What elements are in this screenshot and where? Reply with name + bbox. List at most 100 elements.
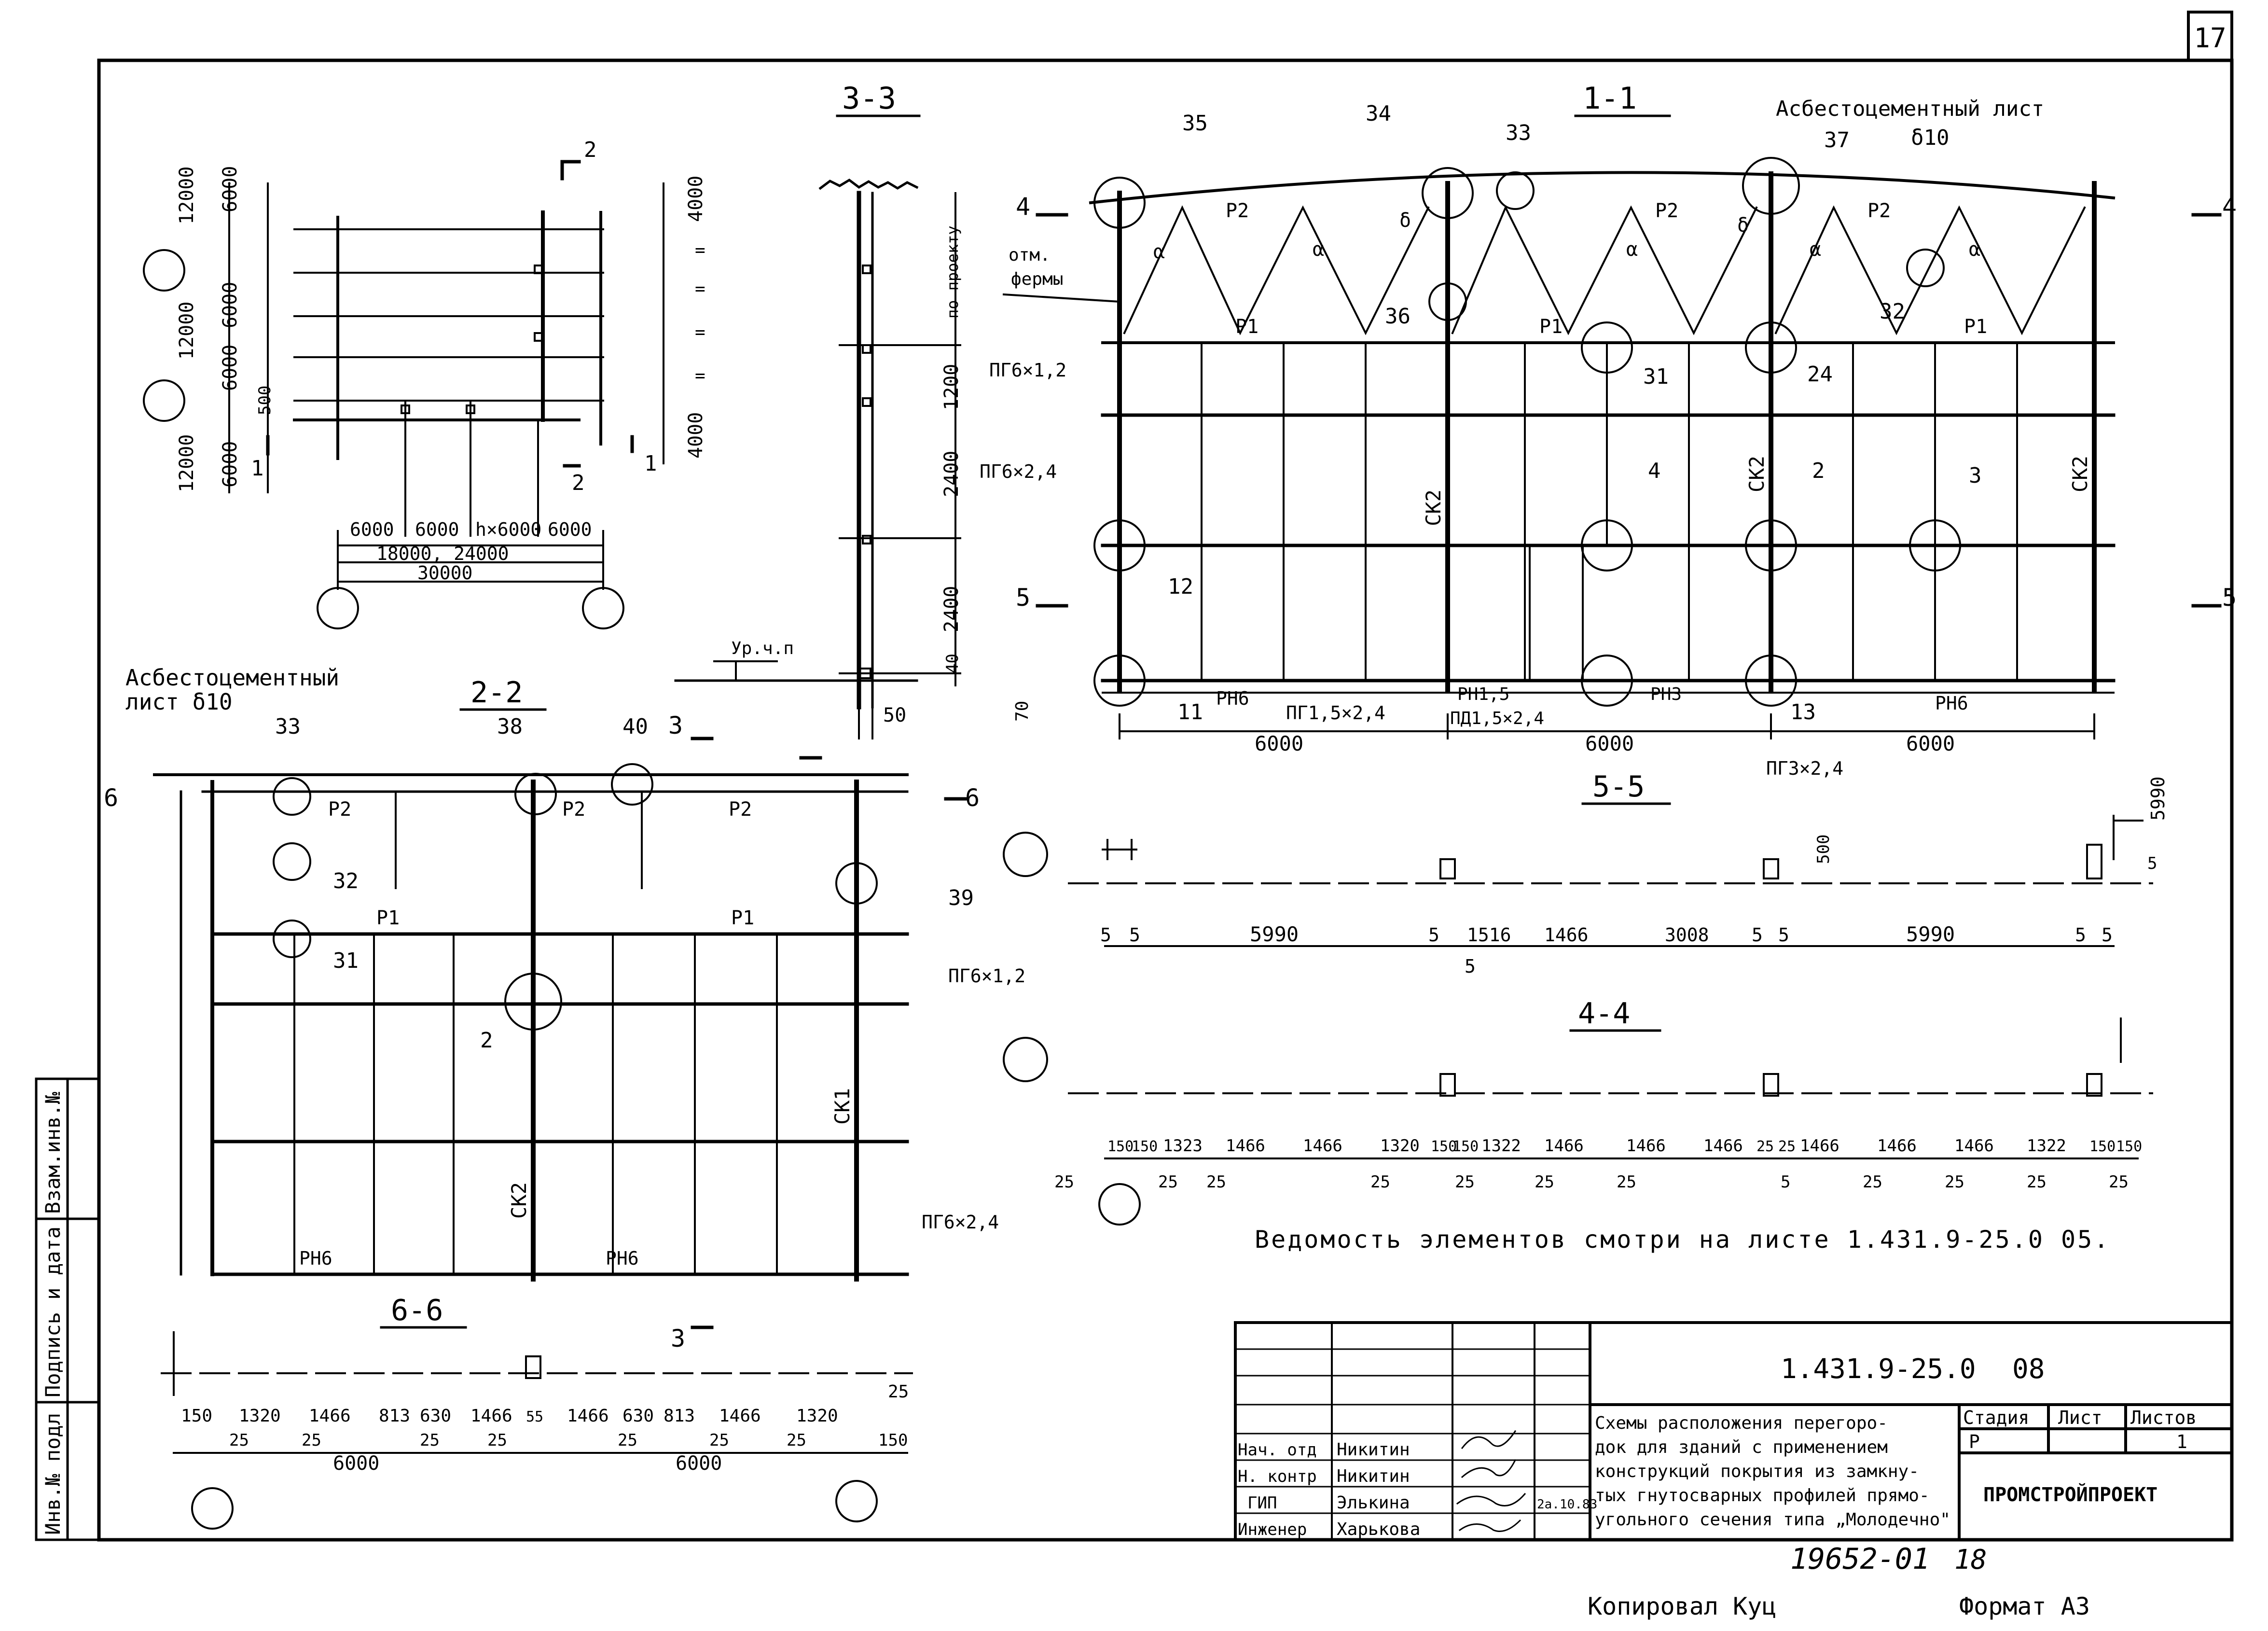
section-4-4-lines bbox=[1003, 1018, 2153, 1226]
plan-cut-label-2b: 2 bbox=[572, 471, 585, 495]
section-5-5-dim-11: 5 bbox=[2075, 924, 2086, 946]
section-3-3-bottom-dim: 50 bbox=[883, 704, 906, 726]
plan-dim-left-1: 12000 bbox=[176, 167, 198, 224]
section-4-4-dim-6: 1320 bbox=[1380, 1136, 1420, 1156]
section-2-2-pg6x12: ПГ6×1,2 bbox=[948, 965, 1025, 987]
section-1-1-dim-3: 6000 bbox=[1906, 732, 1955, 755]
cut-mark-4-left: 4 bbox=[1016, 193, 1030, 221]
panel-p2-2: Р2 bbox=[1655, 200, 1678, 222]
section-6-6-dim25-1: 25 bbox=[229, 1431, 249, 1450]
callout-4: 4 bbox=[1648, 459, 1661, 483]
plan-ditto-2: = bbox=[695, 279, 705, 299]
section-2-2-p2-3: Р2 bbox=[729, 798, 752, 821]
sig-name-3: Элькина bbox=[1337, 1493, 1410, 1513]
panel-p1-3: Р1 bbox=[1964, 316, 1987, 338]
callout-3: 3 bbox=[1969, 463, 1982, 488]
label-rn3: РН3 bbox=[1650, 684, 1682, 704]
doc-code: 1.431.9-25.0 bbox=[1781, 1353, 1976, 1385]
section-6-6-dim-12: 1320 bbox=[796, 1406, 838, 1426]
section-4-4-dim-5: 1466 bbox=[1303, 1136, 1342, 1156]
col-sheet: Лист bbox=[2058, 1407, 2102, 1428]
plan-cut-label-1a: 1 bbox=[251, 456, 264, 481]
section-5-5-lines bbox=[1003, 815, 2153, 947]
callout-37: 37 bbox=[1824, 128, 1850, 153]
brace-delta-2: δ bbox=[1737, 214, 1749, 237]
section-4-4-dim-19: 150 bbox=[2089, 1138, 2116, 1155]
reference-note: Ведомость элементов смотри на листе 1.43… bbox=[1255, 1226, 2110, 1254]
section-6-6-dim-8: 1466 bbox=[567, 1406, 609, 1426]
section-6-6-dim25-6: 25 bbox=[709, 1431, 729, 1450]
section-5-5-dim-5990v: 5990 bbox=[2147, 776, 2169, 821]
callout-13: 13 bbox=[1790, 700, 1816, 725]
section-2-2-cut-3-top: 3 bbox=[668, 711, 683, 739]
archive-sheet: 18 bbox=[1954, 1544, 1987, 1575]
section-4-4-dim-1: 150 bbox=[1107, 1138, 1134, 1155]
panel-p2-1: Р2 bbox=[1226, 200, 1249, 222]
section-4-4-dim25-9: 25 bbox=[1863, 1172, 1882, 1192]
stage-value: Р bbox=[1969, 1431, 1980, 1452]
section-3-3-dim-2: 2400 bbox=[940, 451, 963, 497]
section-2-2-callout-39: 39 bbox=[948, 886, 974, 910]
callout-33: 33 bbox=[1506, 121, 1531, 145]
section-6-6-dim25-7: 25 bbox=[787, 1431, 806, 1450]
section-6-6-dim-1: 150 bbox=[181, 1406, 212, 1426]
section-4-4-dim-18: 1322 bbox=[2027, 1136, 2066, 1156]
plan-cut-label-top: 2 bbox=[584, 138, 597, 162]
section-2-2-callout-33: 33 bbox=[275, 714, 301, 739]
section-4-4-dim25-6: 25 bbox=[1535, 1172, 1554, 1192]
post-ck2-3: СК2 bbox=[2068, 456, 2092, 492]
section-5-5-dim-9: 5 bbox=[1778, 924, 1789, 946]
panel-p1-2: Р1 bbox=[1539, 316, 1563, 338]
section-6-6-dim-10: 813 bbox=[664, 1406, 695, 1426]
section-6-6-dim25-5: 25 bbox=[618, 1431, 637, 1450]
section-3-3-base: Ур.ч.п bbox=[731, 639, 794, 658]
plan-span-label: 18000, 24000 bbox=[376, 543, 509, 564]
brace-alpha-1: α bbox=[1153, 241, 1165, 263]
section-2-2-ck1: СК1 bbox=[830, 1088, 854, 1125]
title-block-grid bbox=[1234, 1321, 2233, 1541]
signature-scribbles bbox=[1456, 1430, 1526, 1532]
side-stamp bbox=[35, 1077, 100, 1541]
col-stage: Стадия bbox=[1963, 1407, 2029, 1428]
plan-dim-inner-5: 500 bbox=[255, 386, 275, 415]
plan-total-label: 30000 bbox=[417, 562, 472, 584]
plan-cut-label-1b: 1 bbox=[644, 451, 657, 476]
section-4-4-dim-7: 150 bbox=[1431, 1138, 1457, 1155]
stamp-podpis-data: Подпись и дата bbox=[41, 1227, 65, 1397]
section-2-2-title: 2-2 bbox=[470, 676, 523, 710]
section-2-2-rn6-1: РН6 bbox=[299, 1248, 332, 1269]
section-4-4-dim-16: 1466 bbox=[1877, 1136, 1917, 1156]
section-6-6-dim-9: 630 bbox=[622, 1406, 654, 1426]
sig-role-3: ГИП bbox=[1247, 1493, 1277, 1513]
sig-name-1: Никитин bbox=[1337, 1440, 1410, 1460]
section-5-5-dim-10: 5990 bbox=[1906, 922, 1955, 946]
stamp-inv-podl: Инв.№ подл bbox=[41, 1413, 65, 1535]
callout-35: 35 bbox=[1182, 111, 1208, 136]
section-2-2-asbestos-1: Асбестоцементный bbox=[125, 665, 339, 691]
section-2-2-lines bbox=[153, 737, 967, 1329]
plan-ditto-3: = bbox=[695, 322, 705, 342]
panel-p1-1: Р1 bbox=[1235, 316, 1258, 338]
page-number-box bbox=[2187, 11, 2233, 62]
cut-mark-4-right: 4 bbox=[2222, 193, 2237, 221]
plan-dim-left-2: 12000 bbox=[176, 302, 198, 360]
callout-2: 2 bbox=[1812, 459, 1825, 483]
section-5-5-dim-5v: 5 bbox=[2147, 854, 2157, 873]
paper-format: Формат А3 bbox=[1959, 1592, 2090, 1620]
section-2-2-ck2: СК2 bbox=[507, 1182, 531, 1219]
section-2-2-callout-40: 40 bbox=[622, 714, 648, 739]
section-6-6-dim-5: 630 bbox=[420, 1406, 451, 1426]
plan-dim-bottom-3: h×6000 bbox=[475, 519, 541, 540]
section-1-1-truss-label-2: фермы bbox=[1011, 269, 1063, 289]
label-pg3x24: ПГ3×2,4 bbox=[1766, 758, 1843, 779]
section-1-1-dim-1: 6000 bbox=[1255, 732, 1303, 755]
section-4-4-dim-13: 25 bbox=[1756, 1138, 1774, 1155]
section-1-1-asbestos-thickness: δ10 bbox=[1911, 125, 1949, 150]
section-4-4-dim-2: 150 bbox=[1132, 1138, 1158, 1155]
section-2-2-cut-6-right: 6 bbox=[965, 784, 980, 812]
description-line-1: Схемы расположения перегоро- bbox=[1595, 1413, 1888, 1433]
cut-mark-5-left: 5 bbox=[1016, 584, 1030, 612]
section-5-5-dim-3: 5990 bbox=[1250, 922, 1299, 946]
